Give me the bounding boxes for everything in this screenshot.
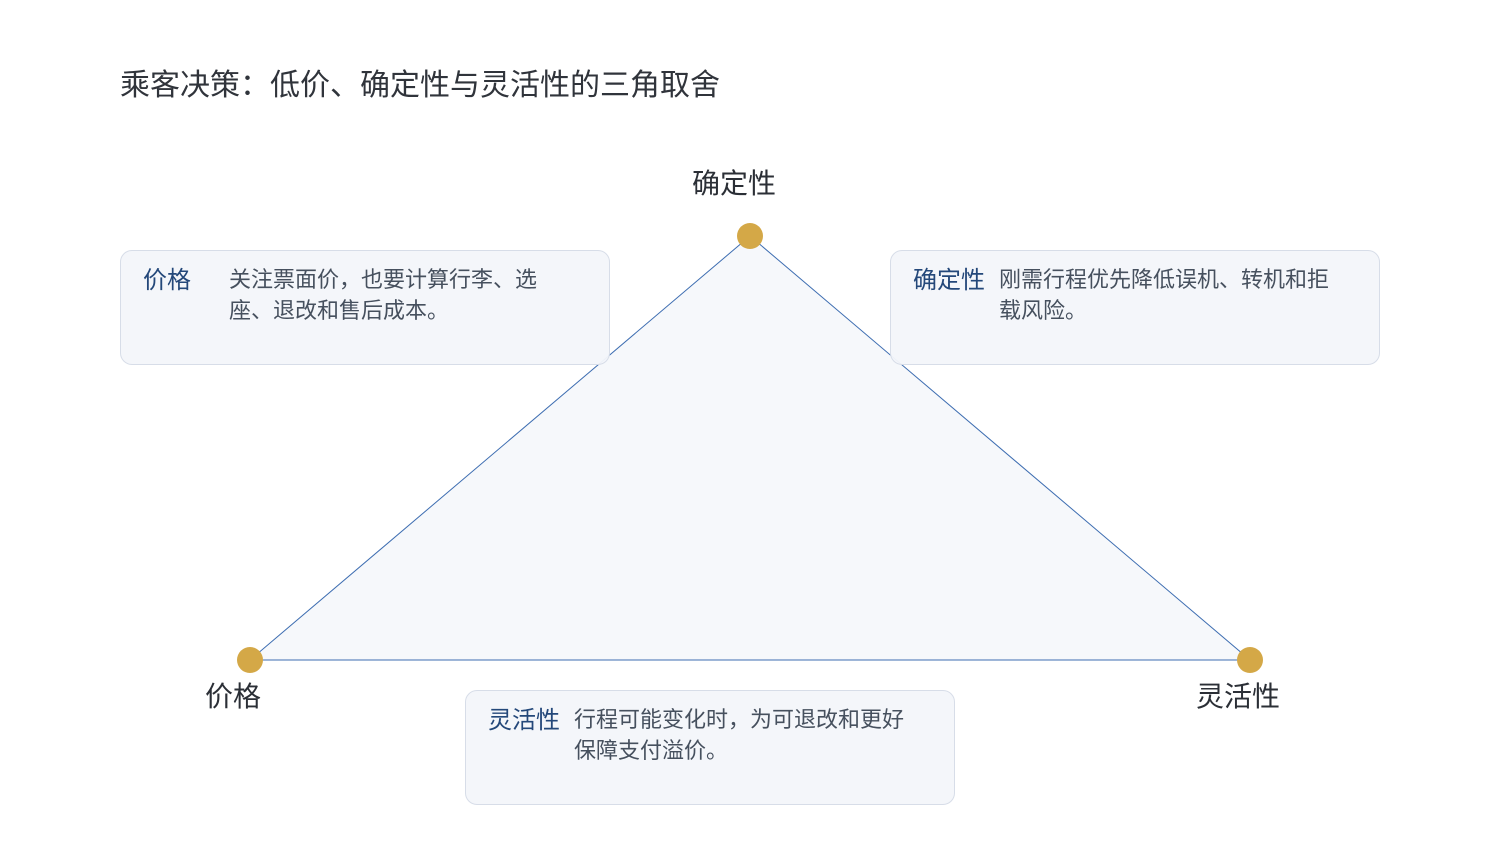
node-price [237,647,263,673]
flexibility-note-card: 灵活性 行程可能变化时，为可退改和更好保障支付溢价。 [465,690,955,805]
node-flexibility [1237,647,1263,673]
tradeoff-triangle [248,235,1252,661]
vertex-label-certainty: 确定性 [692,167,777,200]
certainty-note-card: 确定性 刚需行程优先降低误机、转机和拒载风险。 [890,250,1380,365]
certainty-note-text: 刚需行程优先降低误机、转机和拒载风险。 [999,268,1330,324]
flexibility-note-title: 灵活性 [488,706,560,734]
price-note-card: 价格 关注票面价，也要计算行李、选座、退改和售后成本。 [120,250,610,365]
certainty-note-title: 确定性 [913,266,985,294]
flexibility-note-text: 行程可能变化时，为可退改和更好保障支付溢价。 [574,708,905,764]
price-note-text: 关注票面价，也要计算行李、选座、退改和售后成本。 [229,268,538,324]
page-title: 乘客决策：低价、确定性与灵活性的三角取舍 [120,68,720,103]
node-certainty [737,223,763,249]
vertex-label-flexibility: 灵活性 [1196,680,1281,713]
price-note-title: 价格 [143,266,191,294]
vertex-label-price: 价格 [205,680,262,713]
